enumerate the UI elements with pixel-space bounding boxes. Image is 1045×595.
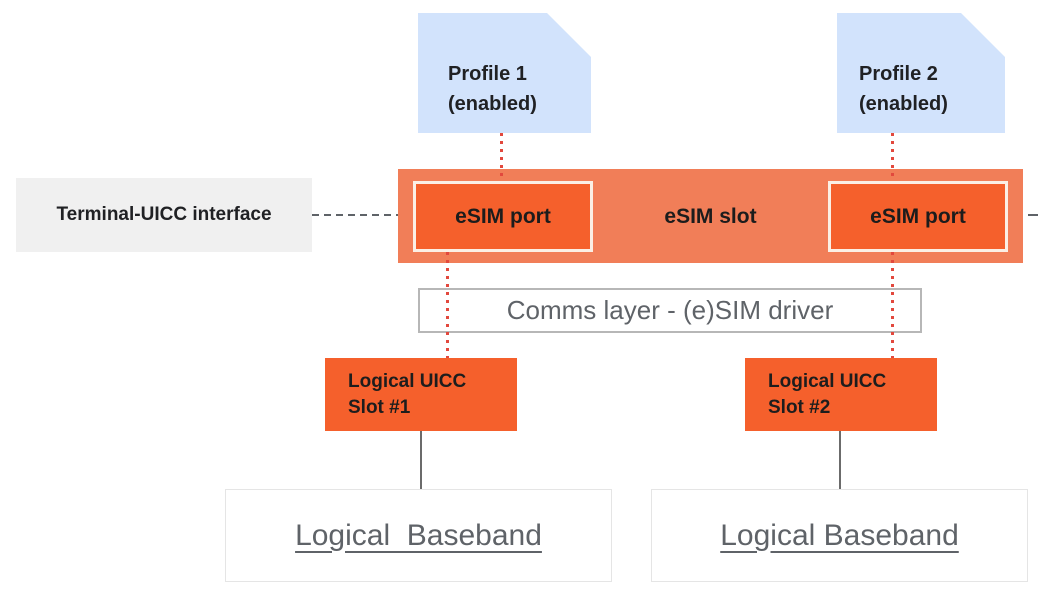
- logical-uicc-slot-2-line1: Logical UICC: [768, 371, 887, 392]
- esim-slot-label: eSIM slot: [664, 204, 757, 228]
- profile2-to-port2-connector: [891, 133, 894, 181]
- logical-uicc-slot-2-label: Logical UICC Slot #2: [745, 358, 937, 421]
- profile-2-tag: Profile 2 (enabled): [837, 13, 1005, 133]
- profile-1-label: Profile 1 (enabled): [418, 13, 591, 119]
- profile-2-name: Profile 2: [859, 63, 938, 85]
- logical-baseband-2-label: Logical Baseband: [720, 518, 959, 552]
- esim-port-2-box: eSIM port: [828, 181, 1008, 252]
- logical-uicc-slot-1-label: Logical UICC Slot #1: [325, 358, 517, 421]
- logical-uicc-slot-1-line2: Slot #1: [348, 397, 411, 418]
- logical-uicc-slot-2-box: Logical UICC Slot #2: [745, 358, 937, 431]
- esim-port-1-box: eSIM port: [413, 181, 593, 252]
- profile-1-tag: Profile 1 (enabled): [418, 13, 591, 133]
- terminal-to-slot-dashed-line: [312, 214, 398, 216]
- terminal-uicc-interface-label: Terminal-UICC interface: [56, 204, 272, 225]
- profile-1-state: (enabled): [448, 93, 537, 115]
- uicc-slot2-to-baseband2-connector: [839, 431, 841, 489]
- logical-baseband-1-box: Logical Baseband: [225, 489, 612, 582]
- profile-1-name: Profile 1: [448, 63, 527, 85]
- logical-uicc-slot-1-line1: Logical UICC: [348, 371, 467, 392]
- profile-2-label: Profile 2 (enabled): [837, 13, 1005, 119]
- logical-baseband-2-box: Logical Baseband: [651, 489, 1028, 582]
- esim-slot-label-area: eSIM slot: [593, 181, 828, 252]
- logical-uicc-slot-2-line2: Slot #2: [768, 397, 831, 418]
- profile1-to-port1-connector: [500, 133, 503, 181]
- port2-to-uicc-slot2-connector: [891, 252, 894, 358]
- uicc-slot1-to-baseband1-connector: [420, 431, 422, 489]
- logical-uicc-slot-1-box: Logical UICC Slot #1: [325, 358, 517, 431]
- comms-layer-label: Comms layer - (e)SIM driver: [506, 295, 834, 325]
- terminal-uicc-interface-box: Terminal-UICC interface: [16, 178, 312, 252]
- profile-2-state: (enabled): [859, 93, 948, 115]
- slot-right-dashed-line: [1028, 214, 1038, 216]
- esim-port-1-label: eSIM port: [455, 204, 551, 228]
- logical-baseband-1-label: Logical Baseband: [295, 518, 542, 552]
- esim-port-2-label: eSIM port: [870, 204, 966, 228]
- comms-layer-box: Comms layer - (e)SIM driver: [418, 288, 922, 333]
- port1-to-uicc-slot1-connector: [446, 252, 449, 358]
